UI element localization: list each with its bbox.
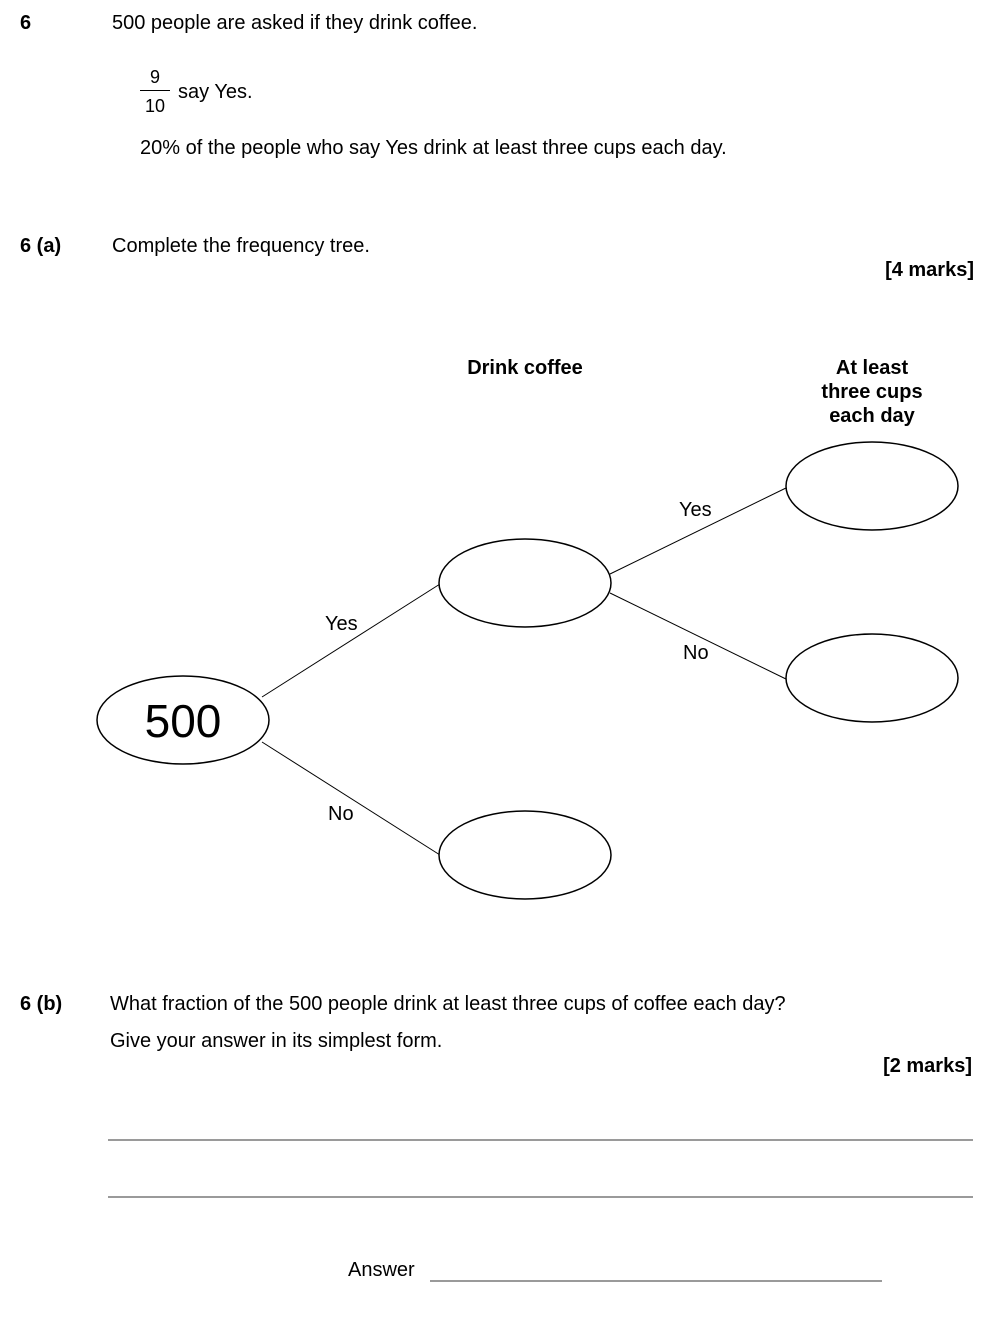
branch-root-no bbox=[261, 741, 441, 856]
branch-root-yes bbox=[261, 583, 441, 698]
part-a-instruction: Complete the frequency tree. bbox=[112, 235, 370, 257]
part-a-marks: [4 marks] bbox=[885, 259, 974, 281]
heading-three-cups: At least three cups each day bbox=[792, 356, 952, 428]
question-intro: 500 people are asked if they drink coffe… bbox=[112, 12, 478, 34]
part-b-marks: [2 marks] bbox=[883, 1055, 972, 1077]
yes-no-node[interactable] bbox=[785, 633, 959, 723]
fraction-nine-tenths: 9 10 bbox=[140, 66, 170, 117]
branch-label-no-2: No bbox=[683, 642, 709, 664]
fraction-bar bbox=[140, 90, 170, 91]
branch-yes-no bbox=[609, 592, 789, 681]
no-node[interactable] bbox=[438, 810, 612, 900]
yes-node[interactable] bbox=[438, 538, 612, 628]
branch-label-yes-1: Yes bbox=[325, 613, 358, 635]
root-value: 500 bbox=[145, 695, 222, 747]
working-line-1[interactable] bbox=[108, 1139, 973, 1141]
yes-yes-node[interactable] bbox=[785, 441, 959, 531]
heading-three-cups-line1: At least bbox=[835, 357, 909, 379]
heading-three-cups-line3: each day bbox=[829, 405, 915, 427]
percent-statement: 20% of the people who say Yes drink at l… bbox=[140, 137, 727, 159]
working-line-2[interactable] bbox=[108, 1196, 973, 1198]
heading-drink-coffee: Drink coffee bbox=[467, 357, 583, 379]
part-b-label: 6 (b) bbox=[20, 993, 63, 1015]
root-node bbox=[96, 675, 270, 765]
part-b-instruction: Give your answer in its simplest form. bbox=[110, 1030, 443, 1052]
branch-yes-yes bbox=[609, 486, 789, 575]
answer-line[interactable] bbox=[430, 1280, 882, 1282]
part-b-question: What fraction of the 500 people drink at… bbox=[110, 993, 786, 1015]
heading-three-cups-line2: three cups bbox=[821, 381, 923, 403]
question-number: 6 bbox=[20, 12, 32, 34]
fraction-numerator: 9 bbox=[149, 67, 160, 87]
branch-label-no-1: No bbox=[328, 803, 354, 825]
answer-label: Answer bbox=[348, 1259, 415, 1281]
fraction-denominator: 10 bbox=[144, 96, 166, 116]
fraction-suffix: say Yes. bbox=[178, 81, 253, 103]
branch-label-yes-2: Yes bbox=[679, 499, 712, 521]
part-a-label: 6 (a) bbox=[20, 235, 62, 257]
